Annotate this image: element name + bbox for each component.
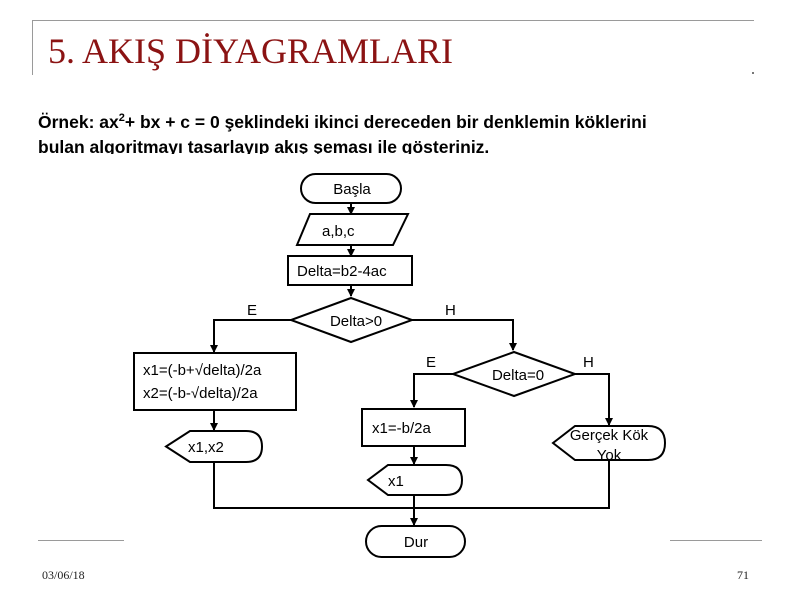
no-real-root-label-line1: Gerçek Kök <box>570 427 649 444</box>
title-frame-top <box>32 20 754 21</box>
output-single-label: x1 <box>388 473 404 490</box>
title-frame-left <box>32 20 33 75</box>
output-roots-display <box>164 430 264 463</box>
question-line-1: Örnek: ax2+ bx + c = 0 şeklindeki ikinci… <box>38 112 647 133</box>
single-root-process <box>361 408 466 447</box>
decision1-label: Delta>0 <box>330 313 382 330</box>
footer-line-left <box>38 540 124 541</box>
output-single-display <box>366 464 464 496</box>
decision2-no-label: H <box>583 354 594 371</box>
start-label: Başla <box>333 181 371 198</box>
output-roots-label: x1,x2 <box>188 439 224 456</box>
decision1-diamond <box>288 296 415 344</box>
decision1-yes-label: E <box>247 302 257 319</box>
roots-label-line2: x2=(-b-√delta)/2a <box>143 385 258 402</box>
footer-page-number: 71 <box>737 568 749 582</box>
arrow-decision2-no <box>575 373 613 426</box>
slide-title: 5. AKIŞ DİYAGRAMLARI <box>48 31 454 71</box>
start-terminal <box>300 173 402 204</box>
arrow-decision2-yes <box>410 373 453 408</box>
arrow-decision1-no <box>412 319 517 351</box>
question-line-1-start: Örnek: ax <box>38 112 119 132</box>
roots-process <box>133 352 297 411</box>
arrow-decision1-yes <box>210 319 291 353</box>
decision2-yes-label: E <box>426 354 436 371</box>
end-terminal <box>365 525 466 558</box>
decision2-label: Delta=0 <box>492 367 544 384</box>
no-real-root-display <box>551 425 667 461</box>
compute-label: Delta=b2-4ac <box>297 263 387 280</box>
question-exponent: 2 <box>118 112 125 125</box>
footer-date: 03/06/18 <box>42 568 85 582</box>
compute-process <box>287 255 413 286</box>
roots-label-line1: x1=(-b+√delta)/2a <box>143 362 262 379</box>
footer-line-right <box>670 540 762 541</box>
single-root-label: x1=-b/2a <box>372 420 431 437</box>
end-label: Dur <box>404 534 428 551</box>
decision2-diamond <box>450 350 578 398</box>
input-label: a,b,c <box>322 223 355 240</box>
line-output-roots-to-merge <box>213 462 414 509</box>
decision1-no-label: H <box>445 302 456 319</box>
line-no-real-to-merge <box>414 460 610 509</box>
question-line-2: bulan algoritmayı tasarlayıp akış şeması… <box>38 137 490 154</box>
input-parallelogram <box>295 213 410 246</box>
no-real-root-label-line2: Yok <box>597 447 622 464</box>
question-line-1-rest: + bx + c = 0 şeklindeki ikinci dereceden… <box>124 112 647 132</box>
title-frame-dot <box>752 72 754 74</box>
